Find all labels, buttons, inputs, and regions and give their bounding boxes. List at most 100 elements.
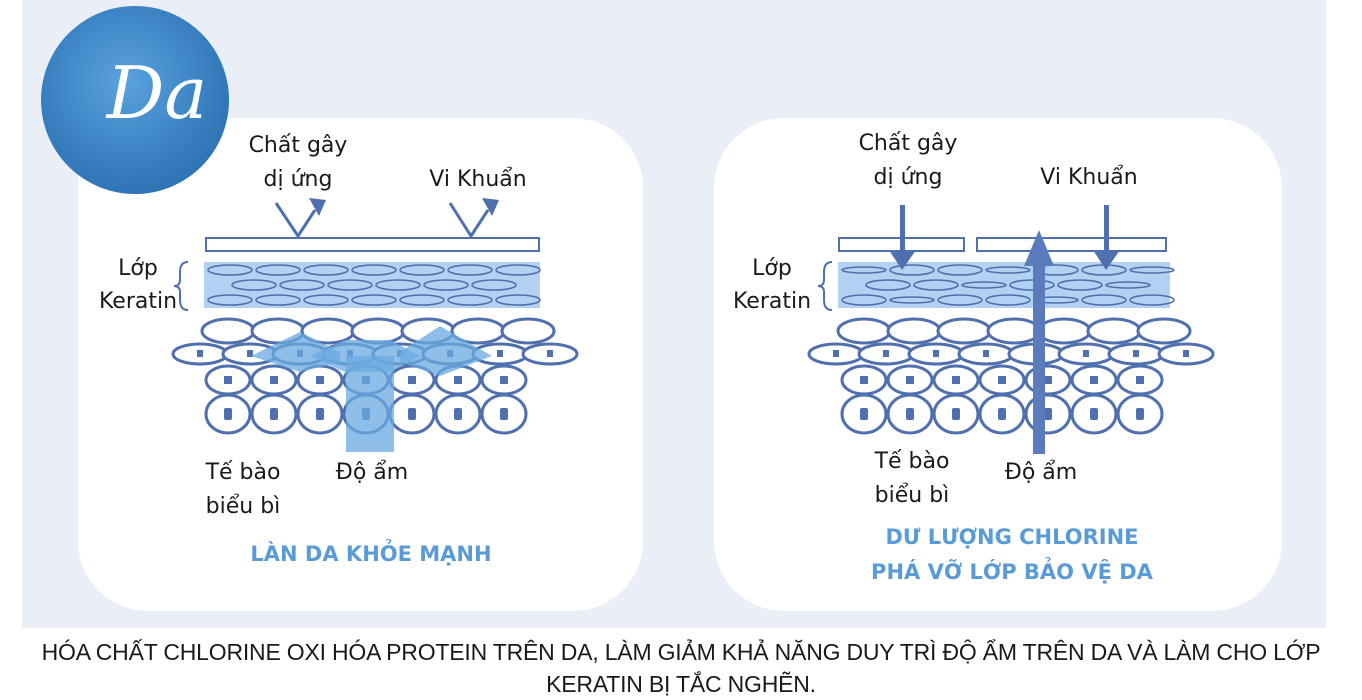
healthy-moisture-retained <box>251 326 492 452</box>
cell-nucleus <box>197 350 203 357</box>
cell-nucleus <box>860 408 868 420</box>
healthy-keratin-layer <box>204 262 541 308</box>
cell-nucleus <box>1044 408 1052 420</box>
healthy-bacteria-label: Vi Khuẩn <box>429 167 526 192</box>
cell-nucleus <box>547 350 553 357</box>
cell-nucleus <box>1183 350 1189 357</box>
cell-nucleus <box>497 350 503 357</box>
keratin-scale <box>1057 279 1103 291</box>
healthy-epidermis-label-line1: Tế bào <box>205 460 281 485</box>
epidermis-cell <box>500 317 556 345</box>
caption-line2: KERATIN BỊ TẮC NGHẼN. <box>546 671 816 697</box>
damaged-epidermis-label-line1: Tế bào <box>874 449 950 474</box>
healthy-allergen-label-line2: dị ứng <box>264 167 333 192</box>
keratin-scale <box>255 264 301 276</box>
cell-nucleus <box>1044 376 1052 384</box>
epidermis-cell <box>1086 317 1142 345</box>
healthy-title: LÀN DA KHỎE MẠNH <box>250 539 491 566</box>
epidermis-cell <box>936 317 992 345</box>
cell-nucleus <box>998 408 1006 420</box>
keratin-scale <box>303 294 349 306</box>
cell-nucleus <box>983 350 989 357</box>
cell-nucleus <box>1136 376 1144 384</box>
keratin-scale <box>841 294 887 306</box>
keratin-scale <box>937 294 983 306</box>
damaged-bacteria-arrowhead <box>1093 250 1120 270</box>
healthy-bacteria-deflect-arrow <box>448 202 490 239</box>
damaged-epidermis <box>807 317 1215 435</box>
caption: HÓA CHẤT CHLORINE OXI HÓA PROTEIN TRÊN D… <box>0 636 1362 700</box>
keratin-scale <box>1081 294 1127 306</box>
healthy-moisture-label: Độ ẩm <box>336 460 408 485</box>
keratin-scale <box>495 264 541 276</box>
epidermis-cell <box>200 317 256 345</box>
keratin-scale <box>1129 294 1175 306</box>
keratin-scale <box>207 264 253 276</box>
epidermis-cell <box>1136 317 1192 345</box>
keratin-scale <box>447 264 493 276</box>
cell-nucleus <box>906 376 914 384</box>
damaged-surface-barrier-right <box>976 237 1167 252</box>
keratin-scale <box>865 279 911 291</box>
cell-nucleus <box>952 376 960 384</box>
epidermis-cell <box>986 317 1042 345</box>
damaged-allergen-arrow-shaft <box>900 205 905 255</box>
cell-nucleus <box>316 376 324 384</box>
cell-nucleus <box>224 408 232 420</box>
healthy-allergen-deflect-arrow <box>274 202 317 239</box>
damaged-moisture-label: Độ ẩm <box>1005 460 1077 485</box>
keratin-scale <box>399 294 445 306</box>
cell-nucleus <box>883 350 889 357</box>
damaged-allergen-arrowhead <box>889 250 916 270</box>
damaged-keratin-brace <box>817 261 833 311</box>
healthy-keratin-label-line1: Lớp <box>118 256 158 281</box>
damaged-title-line2: PHÁ VỠ LỚP BẢO VỆ DA <box>871 557 1154 584</box>
keratin-scale <box>913 279 959 291</box>
cell-nucleus <box>1133 350 1139 357</box>
healthy-keratin-label-line2: Keratin <box>99 289 177 314</box>
cell-nucleus <box>224 376 232 384</box>
damaged-keratin-label-line1: Lớp <box>752 256 792 281</box>
keratin-scale <box>279 279 325 291</box>
keratin-scale <box>327 279 373 291</box>
cell-nucleus <box>408 376 416 384</box>
keratin-scale <box>1009 279 1055 291</box>
keratin-scale <box>207 294 253 306</box>
damaged-moisture-arrowhead <box>1024 230 1054 266</box>
damaged-bacteria-arrow-shaft <box>1104 205 1109 255</box>
cell-nucleus <box>500 408 508 420</box>
cell-nucleus <box>270 408 278 420</box>
badge: Da <box>41 6 229 194</box>
caption-line1: HÓA CHẤT CHLORINE OXI HÓA PROTEIN TRÊN D… <box>41 639 1321 665</box>
healthy-bacteria-arrowhead <box>482 198 499 216</box>
cell-nucleus <box>454 408 462 420</box>
keratin-scale <box>231 279 277 291</box>
keratin-scale <box>841 266 887 274</box>
healthy-allergen-label-line1: Chất gây <box>249 133 348 158</box>
keratin-scale <box>447 294 493 306</box>
cell-nucleus <box>952 408 960 420</box>
keratin-scale <box>375 279 421 291</box>
damaged-allergen-label-line1: Chất gây <box>859 131 958 156</box>
keratin-scale <box>961 281 1007 289</box>
keratin-scale <box>423 279 469 291</box>
epidermis-cell <box>886 317 942 345</box>
healthy-keratin-brace <box>173 261 189 311</box>
cell-nucleus <box>454 376 462 384</box>
keratin-scale <box>889 264 935 276</box>
cell-nucleus <box>500 376 508 384</box>
damaged-bacteria-label: Vi Khuẩn <box>1040 165 1137 190</box>
keratin-scale <box>351 294 397 306</box>
keratin-scale <box>495 294 541 306</box>
cell-nucleus <box>998 376 1006 384</box>
damaged-keratin-layer <box>838 262 1175 308</box>
epidermis-cell <box>350 317 406 345</box>
keratin-scale <box>471 279 517 291</box>
badge-label: Da <box>105 51 208 135</box>
cell-nucleus <box>860 376 868 384</box>
damaged-moisture-arrow-shaft <box>1033 262 1045 454</box>
keratin-scale <box>1105 281 1151 289</box>
cell-nucleus <box>270 376 278 384</box>
cell-nucleus <box>906 408 914 420</box>
